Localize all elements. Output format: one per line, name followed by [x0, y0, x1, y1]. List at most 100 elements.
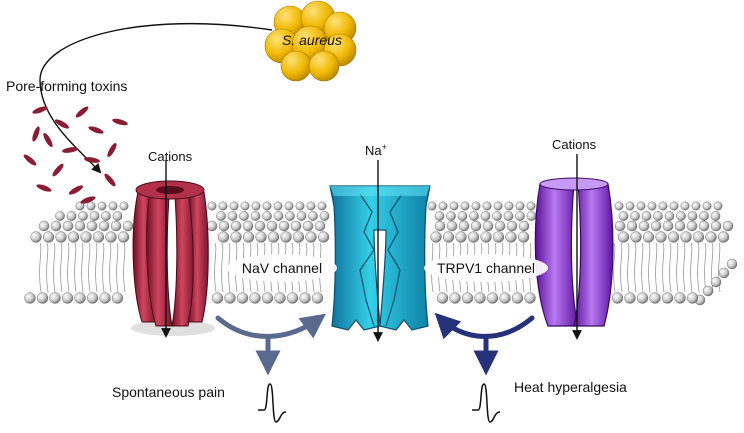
- action-potential-icon-right: [472, 383, 501, 423]
- trpv1-channel-label: TRPV1 channel: [424, 254, 548, 282]
- lipid-head: [636, 292, 649, 304]
- lipid-head: [691, 201, 701, 211]
- spontaneous-pain-pathway: Spontaneous pain: [112, 313, 327, 423]
- lipid-tail: [655, 242, 658, 293]
- lipid-head: [38, 220, 50, 232]
- lipid-head: [655, 231, 667, 243]
- spontaneous-pain-label: Spontaneous pain: [112, 384, 225, 400]
- lipid-head: [718, 267, 730, 279]
- trpv1-activation-arrow: [434, 312, 535, 340]
- lipid-head: [680, 231, 692, 243]
- lipid-head: [305, 231, 317, 243]
- lipid-head: [250, 211, 261, 221]
- lipid-head: [227, 211, 238, 221]
- lipid-head: [658, 201, 668, 211]
- lipid-head: [702, 285, 714, 297]
- lipid-head: [61, 292, 74, 304]
- lipid-tail: [431, 242, 434, 293]
- lipid-head: [686, 292, 699, 304]
- lipid-head: [306, 201, 316, 211]
- lipid-head: [470, 220, 482, 232]
- lipid-tail: [634, 242, 637, 293]
- lipid-head: [674, 220, 686, 232]
- lipid-head: [436, 292, 449, 304]
- lipid-head: [518, 220, 530, 232]
- toxins-label: Pore-forming toxins: [6, 78, 127, 94]
- toxin-fragment: [112, 118, 128, 126]
- lipid-head: [254, 220, 266, 232]
- lipid-head: [434, 211, 445, 221]
- lipid-head: [626, 220, 638, 232]
- trpv1-channel-text: TRPV1 channel: [437, 260, 535, 276]
- lipid-head: [55, 231, 67, 243]
- cations-label-right: Cations: [552, 137, 597, 152]
- lipid-head: [480, 211, 491, 221]
- lipid-head: [24, 292, 36, 304]
- lipid-head: [692, 231, 705, 243]
- lipid-head: [278, 220, 290, 232]
- lipid-head: [705, 231, 717, 243]
- lipid-head: [686, 220, 698, 232]
- lipid-head: [630, 231, 642, 243]
- lipid-tail: [123, 242, 126, 293]
- lipid-head: [262, 211, 272, 221]
- lipid-head: [455, 231, 467, 243]
- lipid-tail: [221, 242, 224, 293]
- lipid-head: [442, 231, 455, 243]
- lipid-head: [242, 231, 255, 243]
- lipid-head: [99, 292, 111, 304]
- lipid-tail: [641, 242, 644, 293]
- lipid-head: [89, 211, 100, 221]
- lipid-head: [699, 211, 709, 221]
- lipid-head: [469, 211, 479, 221]
- lipid-head: [80, 231, 92, 243]
- lipid-head: [669, 201, 679, 211]
- lipid-head: [119, 201, 129, 211]
- lipid-tail: [39, 242, 42, 293]
- lipid-head: [74, 292, 86, 304]
- lipid-head: [311, 292, 324, 304]
- lipid-tail: [53, 242, 56, 293]
- lipid-head: [49, 292, 61, 304]
- trpv1-channel: [534, 177, 614, 327]
- lipid-head: [467, 231, 480, 243]
- lipid-head: [110, 220, 122, 232]
- lipid-tail: [676, 242, 679, 293]
- lipid-tail: [67, 242, 70, 293]
- lipid-head: [111, 292, 124, 304]
- lipid-head: [722, 220, 734, 232]
- toxin-fragment: [52, 163, 64, 177]
- lipid-head: [30, 231, 42, 243]
- lipid-tail: [704, 242, 707, 293]
- toxin-fragment: [68, 185, 84, 195]
- lipid-tail: [88, 242, 91, 293]
- lipid-head: [446, 220, 458, 232]
- lipid-head: [314, 220, 326, 232]
- lipid-head: [504, 201, 514, 211]
- lipid-tail: [669, 242, 672, 293]
- lipid-head: [86, 201, 96, 211]
- cations-label-left: Cations: [148, 149, 193, 164]
- lipid-head: [687, 211, 698, 221]
- lipid-head: [710, 220, 722, 232]
- lipid-head: [492, 231, 505, 243]
- lipid-head: [249, 292, 261, 304]
- lipid-head: [664, 211, 675, 221]
- lipid-head: [482, 220, 494, 232]
- lipid-head: [494, 220, 506, 232]
- sodium-label: Na+: [365, 142, 387, 158]
- lipid-head: [55, 211, 65, 221]
- pore-forming-toxins: [23, 106, 128, 204]
- heat-hyperalgesia-pathway: Heat hyperalgesia: [434, 312, 627, 423]
- bacterium-label: S. aureus: [282, 32, 342, 48]
- lipid-tail: [697, 242, 700, 293]
- lipid-head: [526, 211, 537, 221]
- lipid-head: [36, 292, 49, 304]
- lipid-head: [78, 211, 88, 221]
- lipid-head: [526, 201, 536, 211]
- lipid-head: [710, 211, 721, 221]
- lipid-head: [676, 211, 686, 221]
- lipid-head: [98, 220, 110, 232]
- lipid-head: [617, 231, 630, 243]
